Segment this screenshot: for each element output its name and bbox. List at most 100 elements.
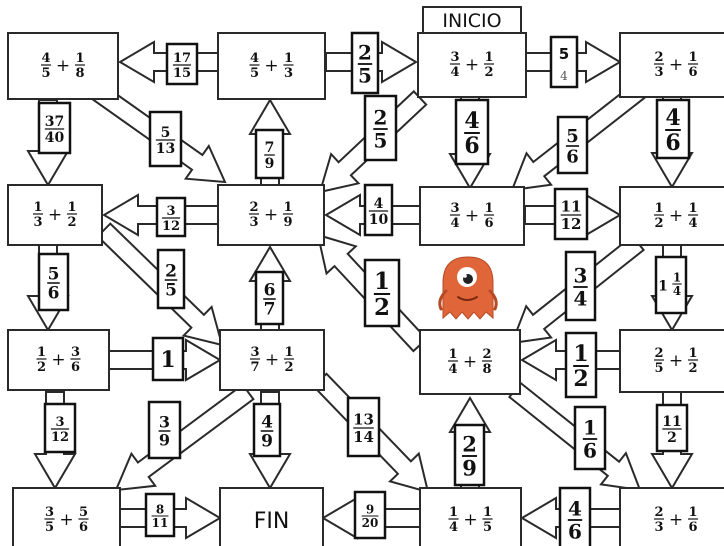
addend-a-denominator: 2 [654, 216, 663, 231]
sum-box-r3c3[interactable]: 14+28 [420, 330, 520, 394]
addend-b-denominator: 6 [484, 216, 493, 231]
sum-box-r1c2[interactable]: 45+13 [218, 33, 325, 99]
arrow-label-denominator: 6 [665, 130, 680, 156]
sum-box-r1c4[interactable]: 23+16 [620, 33, 724, 97]
arrow-label: 1 [153, 338, 183, 380]
addend-a-denominator: 4 [450, 65, 459, 80]
plus-sign: + [51, 350, 65, 370]
finish-label: FIN [254, 509, 290, 534]
addend-b-denominator: 9 [283, 215, 292, 230]
addend-a-denominator: 4 [448, 362, 457, 377]
arrow-label-denominator: 5 [374, 128, 388, 152]
sum-box-r1c1[interactable]: 45 +18 [8, 33, 118, 99]
addend-b-numerator: 1 [67, 200, 76, 215]
sum-box-r2c3[interactable]: 34+16 [420, 187, 524, 245]
plus-sign: + [465, 206, 479, 226]
arrow-label-denominator: 6 [48, 284, 60, 304]
addend-a-numerator: 3 [450, 201, 459, 216]
arrow-label: 56 [558, 117, 587, 173]
addend-b-denominator: 2 [484, 65, 493, 80]
arrow-label-denominator: 12 [162, 219, 180, 234]
arrow-label-numerator: 8 [156, 502, 164, 516]
arrow-label: 920 [355, 492, 385, 538]
plus-sign: + [463, 352, 477, 372]
sum-box-r2c1[interactable]: 13+12 [8, 185, 102, 245]
arrow-label: 54 [551, 37, 577, 87]
arrow-label-numerator: 37 [45, 114, 64, 130]
addend-a-numerator: 2 [654, 346, 663, 361]
arrow-label-numerator: 11 [561, 198, 582, 216]
start-tag: INICIO [423, 7, 521, 33]
addend-b-denominator: 8 [75, 66, 84, 81]
addend-a-numerator: 3 [450, 50, 459, 65]
arrow-label: 114 [656, 257, 686, 313]
addend-b-numerator: 5 [79, 505, 88, 520]
addend-b-denominator: 6 [688, 65, 697, 80]
arrow-label-denominator: 15 [173, 66, 191, 81]
arrow-label-numerator: 5 [559, 45, 569, 63]
addend-b-numerator: 1 [75, 51, 84, 66]
arrow-label-numerator: 4 [261, 412, 273, 432]
addend-b-numerator: 1 [284, 345, 293, 360]
sum-box-r4c1[interactable]: 35+56 [13, 488, 120, 546]
addend-a-numerator: 2 [654, 505, 663, 520]
arrow-label-numerator: 4 [464, 108, 479, 134]
arrow-label-denominator: 12 [51, 430, 69, 445]
addend-a-denominator: 5 [41, 66, 50, 81]
sum-box-r4c4[interactable]: 23+16 [620, 488, 724, 546]
addend-a-denominator: 7 [250, 360, 259, 375]
arrow-label-denominator: 12 [561, 215, 582, 233]
sum-box-r4c3[interactable]: 14+15 [420, 488, 521, 546]
arrow-label-denominator: 14 [353, 428, 374, 446]
addend-b-numerator: 3 [71, 345, 80, 360]
arrow-label-numerator: 5 [161, 125, 171, 141]
addend-a-denominator: 3 [249, 215, 258, 230]
addend-b-numerator: 1 [688, 346, 697, 361]
addend-a-numerator: 1 [37, 345, 46, 360]
arrow-label: 56 [39, 254, 68, 310]
arrow-label-value: 1 [160, 347, 175, 373]
addend-b-denominator: 2 [284, 360, 293, 375]
plus-sign: + [264, 56, 278, 76]
sum-box-r3c1[interactable]: 12 +36 [8, 330, 109, 390]
addend-a-numerator: 4 [41, 51, 50, 66]
arrow-label-denominator: 9 [462, 455, 477, 480]
addend-a-denominator: 5 [250, 66, 259, 81]
arrow-label-whole: 1 [658, 279, 668, 295]
addend-b-denominator: 8 [482, 362, 491, 377]
monster-body [443, 257, 493, 319]
plus-sign: + [56, 56, 70, 76]
addend-b-denominator: 6 [79, 520, 88, 535]
arrow-label-numerator: 17 [173, 51, 191, 66]
sum-box-r3c2[interactable]: 37+12 [220, 330, 324, 390]
arrow-label: 34 [566, 252, 595, 320]
arrow-label: 25 [365, 96, 396, 160]
arrow-label-numerator: 3 [166, 204, 175, 219]
addend-a-numerator: 1 [654, 201, 663, 216]
arrow-label: 3740 [39, 103, 70, 153]
sum-box-r3c4[interactable]: 25+12 [620, 330, 724, 392]
arrow-label-denominator: 4 [673, 284, 681, 298]
addend-b-denominator: 6 [71, 360, 80, 375]
arrow-label: 312 [157, 198, 185, 236]
arrow-label-denominator: 7 [264, 300, 276, 320]
arrow-label: 12 [365, 260, 399, 326]
arrow-label-denominator: 6 [464, 133, 479, 159]
addend-a-denominator: 2 [37, 360, 46, 375]
arrow-label: 25 [352, 33, 378, 93]
arrow-label: 39 [149, 402, 180, 458]
arrow-label-numerator: 5 [48, 264, 60, 284]
sum-box-r2c2[interactable]: 23+19 [218, 185, 324, 245]
arrow-label-denominator: 9 [159, 431, 170, 450]
arrow-label: 46 [657, 100, 689, 158]
sum-box-r1c3[interactable]: 34+12 [418, 33, 526, 97]
addend-b-denominator: 2 [688, 361, 697, 376]
finish-box[interactable]: FIN [220, 488, 323, 546]
addend-b-numerator: 1 [484, 201, 493, 216]
sum-box-r2c4[interactable]: 12+14 [620, 187, 724, 245]
arrow-label-denominator: 40 [45, 130, 65, 146]
arrow-label-numerator: 6 [264, 280, 276, 300]
addend-b-numerator: 1 [284, 51, 293, 66]
addend-b-denominator: 6 [688, 520, 697, 535]
